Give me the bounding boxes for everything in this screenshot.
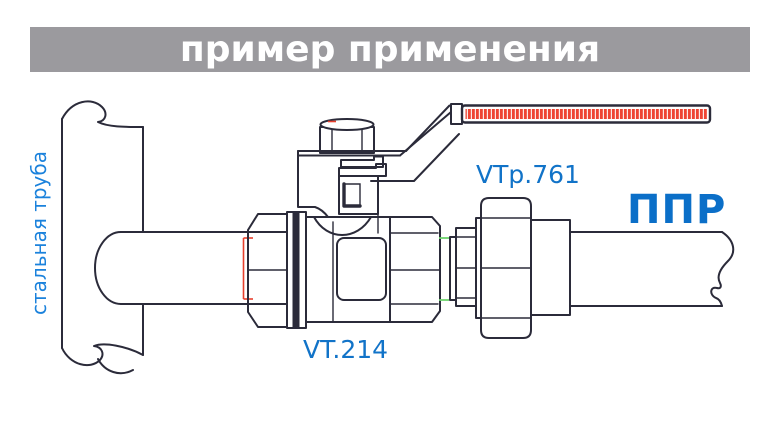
union-tailpiece	[455, 227, 477, 307]
label-steel-pipe: стальная труба	[27, 151, 51, 315]
valve-stem-drawing	[319, 118, 387, 234]
valve-outlet-hex	[389, 216, 441, 323]
label-fitting-model: VTp.761	[476, 160, 580, 189]
packing-bar-lower	[338, 163, 387, 177]
header-banner: пример применения	[30, 27, 750, 72]
thread-seal-mark-green	[439, 237, 449, 301]
stem-cap	[319, 118, 375, 131]
valve-body-window	[336, 237, 387, 301]
valve-bonnet-skirt	[313, 216, 372, 236]
page-title: пример применения	[179, 28, 601, 70]
ppr-pipe-drawing	[569, 231, 735, 307]
handle-grip-collar	[450, 103, 463, 125]
steel-pipe-drawing	[61, 100, 144, 375]
union-fitting-drawing	[449, 197, 571, 339]
label-ppr-pipe: ППР	[627, 187, 727, 233]
union-socket-body	[530, 219, 571, 316]
ball-valve-drawing	[247, 211, 441, 329]
valve-flange-ring	[286, 211, 307, 329]
valve-handle-drawing	[297, 103, 712, 218]
handle-bracket	[297, 150, 329, 218]
label-valve-model: VT.214	[303, 335, 389, 364]
handle-grip-red-fill	[465, 109, 707, 119]
stub-pipe-drawing	[94, 231, 288, 305]
stem-slot-mark	[342, 182, 362, 208]
